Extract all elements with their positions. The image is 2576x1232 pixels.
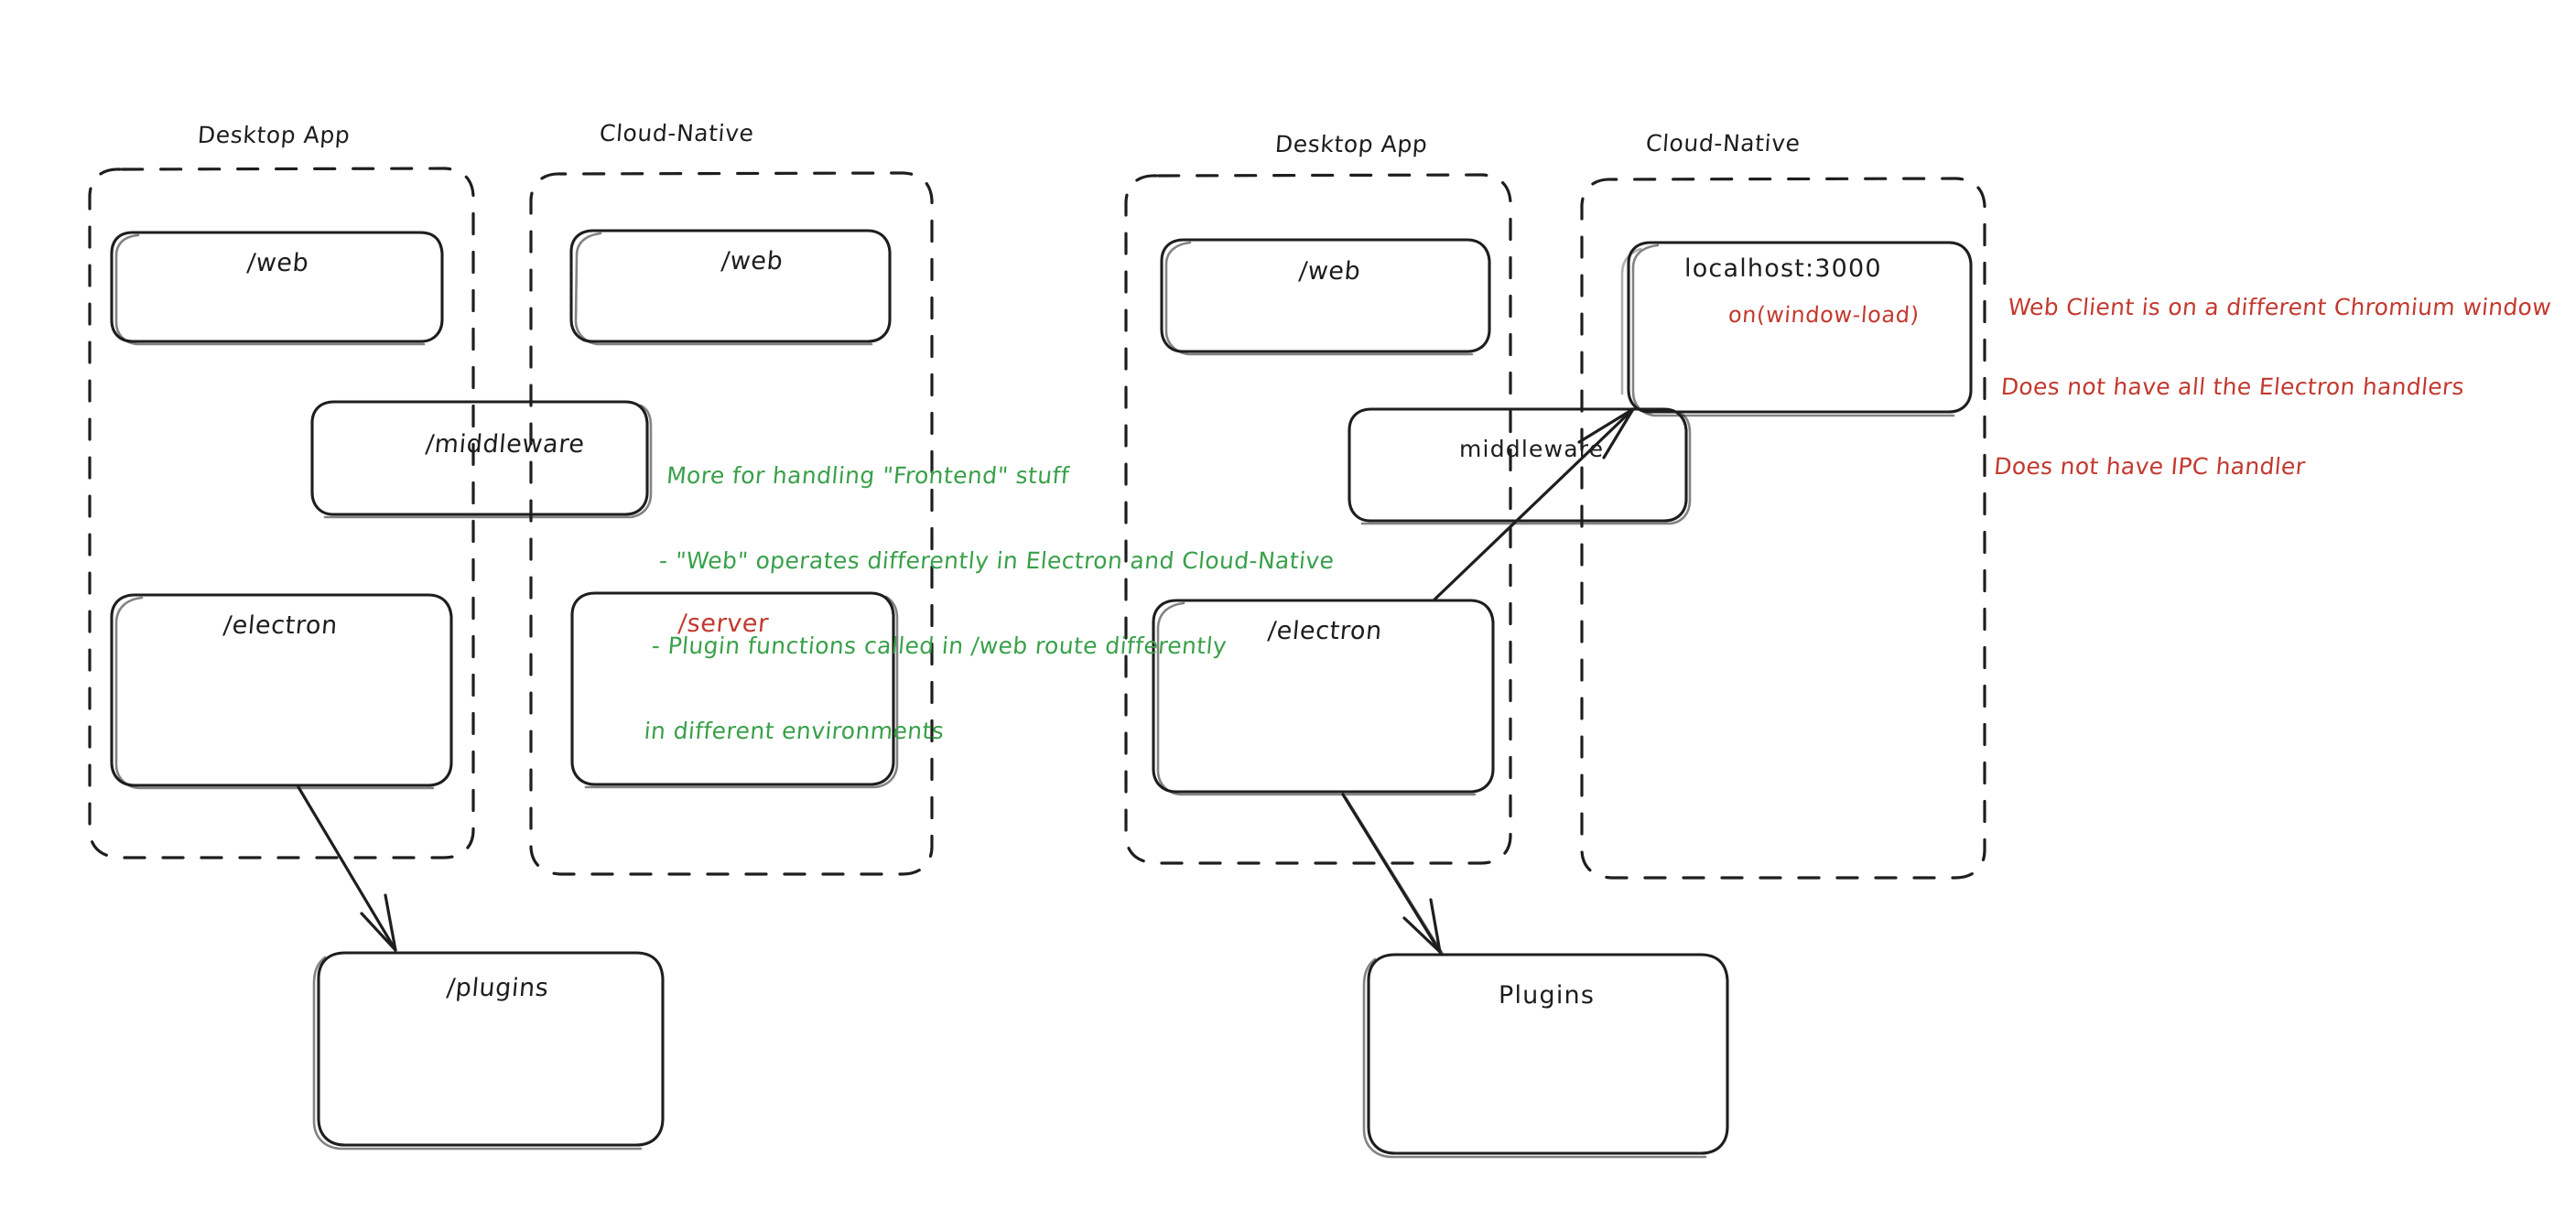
right-plugins-label: Plugins: [1499, 981, 1596, 1010]
right-electron-to-localhost-arrow: [1433, 407, 1635, 601]
right-electron-label: /electron: [1266, 617, 1384, 645]
right-desktop-app-container: [1124, 173, 1512, 865]
left-web-desktop-label: /web: [245, 249, 310, 277]
right-cloud-native-container: [1580, 177, 1986, 880]
right-web-desktop-label: /web: [1297, 257, 1362, 286]
middleware-note-line-3: - Plugin functions called in /web route …: [650, 632, 1228, 659]
right-localhost-box[interactable]: [1620, 241, 1973, 417]
left-web-desktop-box[interactable]: [110, 231, 444, 346]
right-cloud-native-title: Cloud-Native: [1644, 130, 1802, 157]
right-plugins-box[interactable]: [1362, 953, 1729, 1159]
left-web-cloud-label: /web: [720, 247, 785, 276]
left-electron-to-plugins-arrow: [297, 785, 397, 952]
left-middleware-box[interactable]: [310, 400, 653, 519]
left-electron-box[interactable]: [110, 593, 453, 790]
web-client-note: Web Client is on a different Chromium wi…: [1988, 241, 2557, 533]
middleware-note-line-1: More for handling "Frontend" stuff: [665, 462, 1071, 489]
left-desktop-app-container: [88, 167, 475, 859]
web-client-note-line-3: Does not have IPC handler: [1993, 453, 2307, 480]
right-electron-to-plugins-arrow: [1341, 793, 1445, 956]
web-client-note-line-2: Does not have all the Electron handlers: [1999, 373, 2466, 400]
right-middleware-label: middleware: [1459, 436, 1605, 462]
right-localhost-label: localhost:3000: [1684, 254, 1882, 283]
left-plugins-box[interactable]: [312, 951, 665, 1151]
right-middleware-box[interactable]: [1348, 407, 1692, 525]
middleware-note: More for handling "Frontend" stuff - "We…: [638, 405, 1348, 802]
right-desktop-app-title: Desktop App: [1273, 131, 1429, 157]
left-desktop-app-title: Desktop App: [196, 122, 352, 148]
web-client-note-line-1: Web Client is on a different Chromium wi…: [2007, 294, 2553, 320]
left-plugins-label: /plugins: [445, 974, 550, 1002]
left-electron-label: /electron: [222, 611, 340, 640]
middleware-note-line-4: in different environments: [643, 718, 946, 744]
left-server-box[interactable]: [570, 591, 899, 789]
right-localhost-sublabel: on(window-load): [1727, 302, 1921, 328]
left-cloud-native-container: [529, 171, 934, 876]
right-web-desktop-box[interactable]: [1160, 238, 1491, 356]
middleware-note-line-2: - "Web" operates differently in Electron…: [657, 547, 1336, 574]
left-middleware-label: /middleware: [424, 430, 586, 459]
left-cloud-native-title: Cloud-Native: [598, 120, 755, 146]
right-electron-box[interactable]: [1152, 599, 1495, 796]
left-web-cloud-box[interactable]: [569, 229, 892, 346]
